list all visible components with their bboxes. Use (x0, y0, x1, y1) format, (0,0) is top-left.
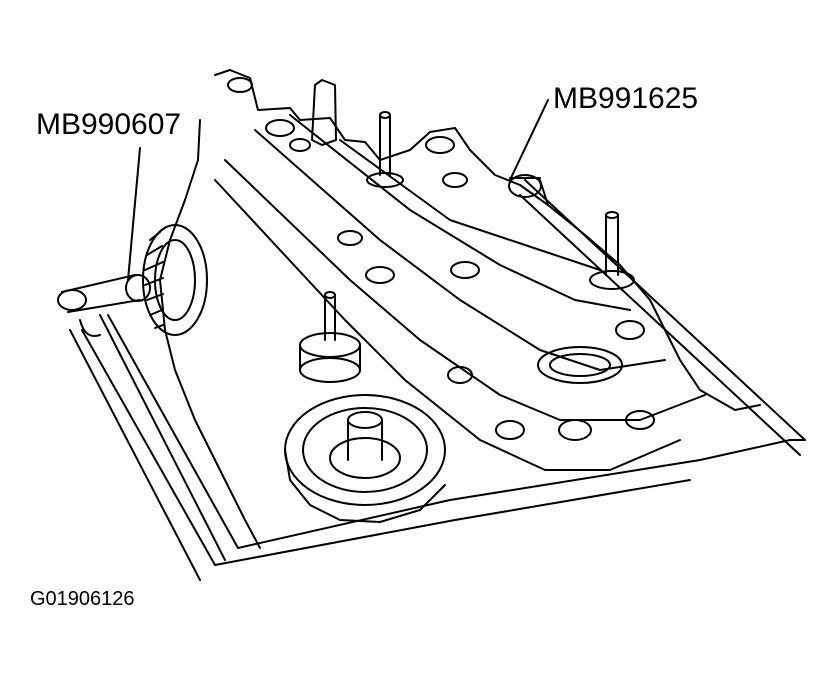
leader-mb991625 (509, 99, 549, 181)
figure-code: G01906126 (30, 588, 135, 610)
block-rails (81, 179, 806, 566)
cylinder-head-outline (159, 69, 761, 549)
callout-mb990607: MB990607 (36, 108, 182, 141)
cam-gear (142, 224, 208, 336)
callout-mb991625: MB991625 (553, 82, 699, 115)
tool-mb991625 (508, 174, 549, 206)
studs (299, 79, 635, 383)
front-pulley (284, 394, 446, 523)
tool-mb990607 (57, 274, 226, 581)
leader-mb990607 (127, 147, 141, 281)
bearing-bosses (227, 77, 655, 441)
leader-lines (127, 99, 549, 281)
